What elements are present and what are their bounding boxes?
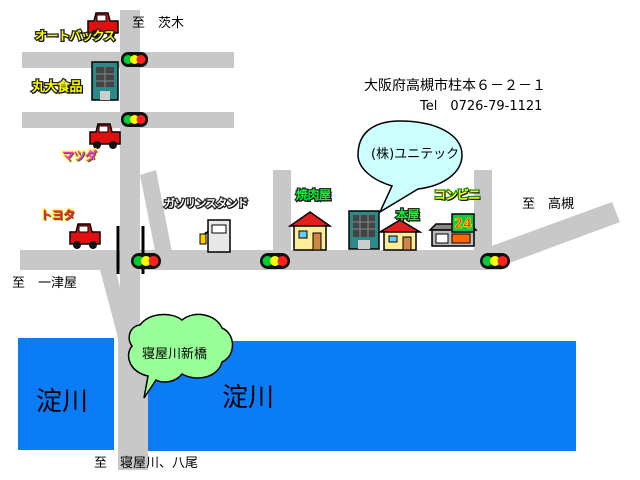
traffic-light-icon bbox=[131, 253, 161, 269]
direction-west: 至 一津屋 bbox=[12, 276, 78, 291]
direction-east: 至 高槻 bbox=[522, 197, 575, 212]
house-icon bbox=[377, 219, 423, 251]
traffic-light-icon bbox=[121, 52, 148, 67]
gas-pump-icon bbox=[199, 219, 231, 253]
convenience-store-icon: 24 bbox=[428, 213, 478, 247]
car-icon bbox=[69, 223, 101, 249]
traffic-light-icon bbox=[480, 253, 510, 269]
landmark-toyota: トヨタ bbox=[39, 207, 77, 224]
landmark-gas-station: ガソリンスタンド bbox=[163, 196, 250, 212]
company-address: 大阪府高槻市柱本６－２－１ bbox=[364, 78, 546, 94]
traffic-light-icon bbox=[260, 253, 290, 269]
road-diagonal-gas bbox=[140, 170, 172, 256]
office-building-icon bbox=[348, 210, 380, 250]
car-icon bbox=[89, 123, 121, 149]
landmark-convenience: コンビニ bbox=[433, 187, 482, 204]
river-label-left: 淀川 bbox=[36, 387, 89, 417]
landmark-yakiniku: 焼肉屋 bbox=[295, 187, 333, 204]
bridge-callout bbox=[127, 313, 234, 399]
road-side-a bbox=[273, 170, 291, 254]
direction-north: 至 茨木 bbox=[132, 16, 185, 31]
company-tel: Tel 0726-79-1121 bbox=[420, 99, 543, 114]
landmark-bookstore: 本屋 bbox=[395, 207, 421, 224]
car-icon bbox=[87, 12, 119, 38]
direction-south: 至 寝屋川、八尾 bbox=[94, 456, 199, 471]
road-diagonal-east bbox=[486, 202, 620, 268]
river-label-right: 淀川 bbox=[222, 383, 275, 413]
landmark-autobacs: オートバックス bbox=[34, 28, 117, 45]
office-building-icon bbox=[91, 61, 119, 101]
road-diagonal-left bbox=[98, 262, 132, 338]
convenience-store-number: 24 bbox=[454, 217, 472, 232]
company-callout bbox=[357, 120, 463, 214]
company-name: (株)ユニテック bbox=[371, 147, 460, 162]
river-left bbox=[18, 338, 114, 450]
house-icon bbox=[287, 211, 333, 251]
road-side-b bbox=[474, 170, 492, 254]
traffic-light-icon bbox=[121, 112, 148, 127]
landmark-marudai: 丸大食品 bbox=[31, 79, 84, 97]
bridge-label: 寝屋川新橋 bbox=[142, 347, 208, 362]
landmark-mazda: マツダ bbox=[61, 148, 99, 165]
